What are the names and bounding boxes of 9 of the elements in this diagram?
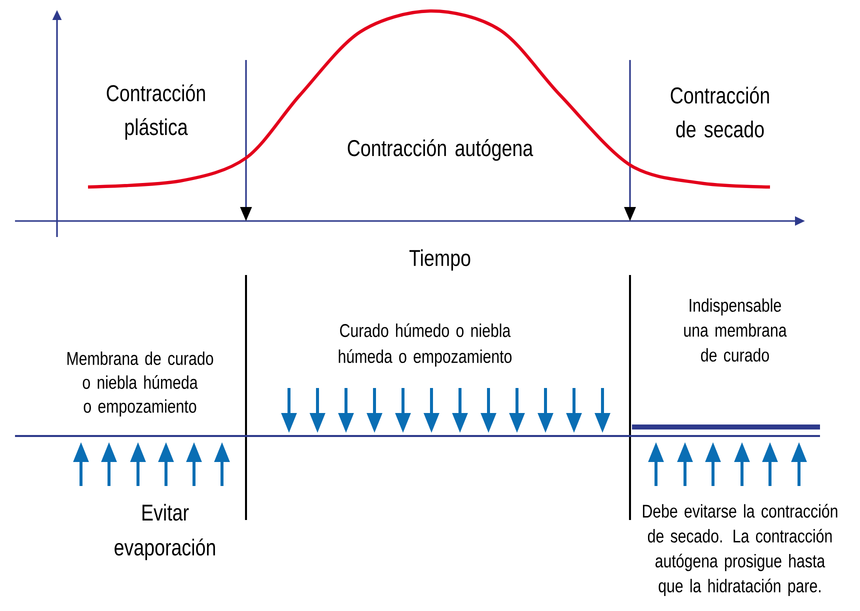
label-text: Membrana de curado o niebla húmeda o empozamiento: [67, 352, 214, 416]
label-text: Indispensable una membrana de curado: [684, 298, 787, 362]
label-text: Curado húmedo o niebla húmeda o empozamiento: [338, 323, 512, 367]
label-text: Evitar evaporación: [114, 504, 215, 560]
label-text: Debe evitarse la contracción de secado. La contracción autógena prosigue hasta que la hidratación pare.: [642, 504, 838, 596]
label-text: Contracción de secado: [670, 86, 769, 138]
label-text: Tiempo: [409, 249, 470, 271]
label-text: Contracción plástica: [106, 84, 205, 140]
label-text: Contracción autógena: [348, 139, 534, 161]
